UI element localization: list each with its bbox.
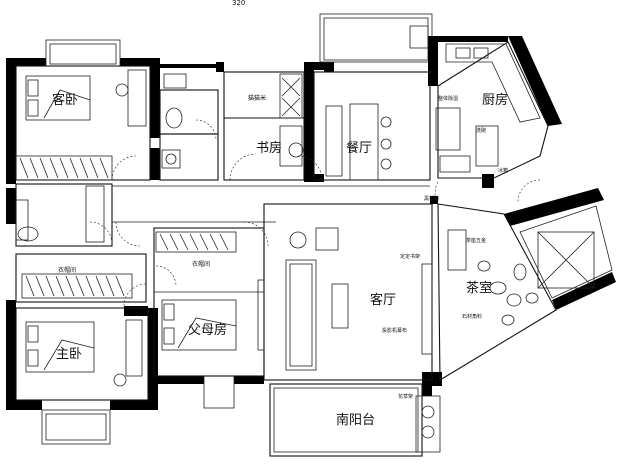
- furniture: [15, 25, 541, 453]
- tea-room-label: 茶室: [466, 280, 492, 296]
- sink-label: 洗碗: [476, 127, 486, 134]
- kitchen-label: 厨房: [482, 92, 508, 108]
- dimension-label: 320: [232, 0, 245, 7]
- master-bedroom-label: 主卧: [56, 347, 82, 362]
- doors: [89, 119, 541, 307]
- living-room-label: 客厅: [370, 292, 396, 308]
- walls: [6, 13, 616, 445]
- parents-room-label: 父母房: [188, 322, 227, 338]
- cloakroom-main-label: 衣帽间: [58, 266, 76, 274]
- guest-bedroom-label: 客卧: [52, 92, 78, 108]
- cat-nest-label: 猫猫米: [248, 94, 266, 102]
- stone-tiles-label: 石材角料: [462, 313, 482, 320]
- partitions: [15, 41, 613, 457]
- flower-stand-label: 花草架: [398, 393, 413, 400]
- south-balcony-label: 南阳台: [336, 412, 375, 428]
- dehumidifier-label: 整体除湿: [438, 95, 458, 102]
- projector-curtain-label: 投影机幕布: [382, 327, 407, 334]
- fridge-label: 冰箱: [498, 167, 508, 174]
- study-label: 书房: [256, 140, 282, 156]
- shelf-label: 定定书架: [400, 253, 420, 260]
- tea-seat-label: 茶座五金: [466, 237, 486, 244]
- blackboard-wall-label: 黑板墙: [424, 195, 439, 202]
- cloakroom-parents-label: 衣帽间: [192, 260, 210, 268]
- dining-label: 餐厅: [346, 140, 372, 156]
